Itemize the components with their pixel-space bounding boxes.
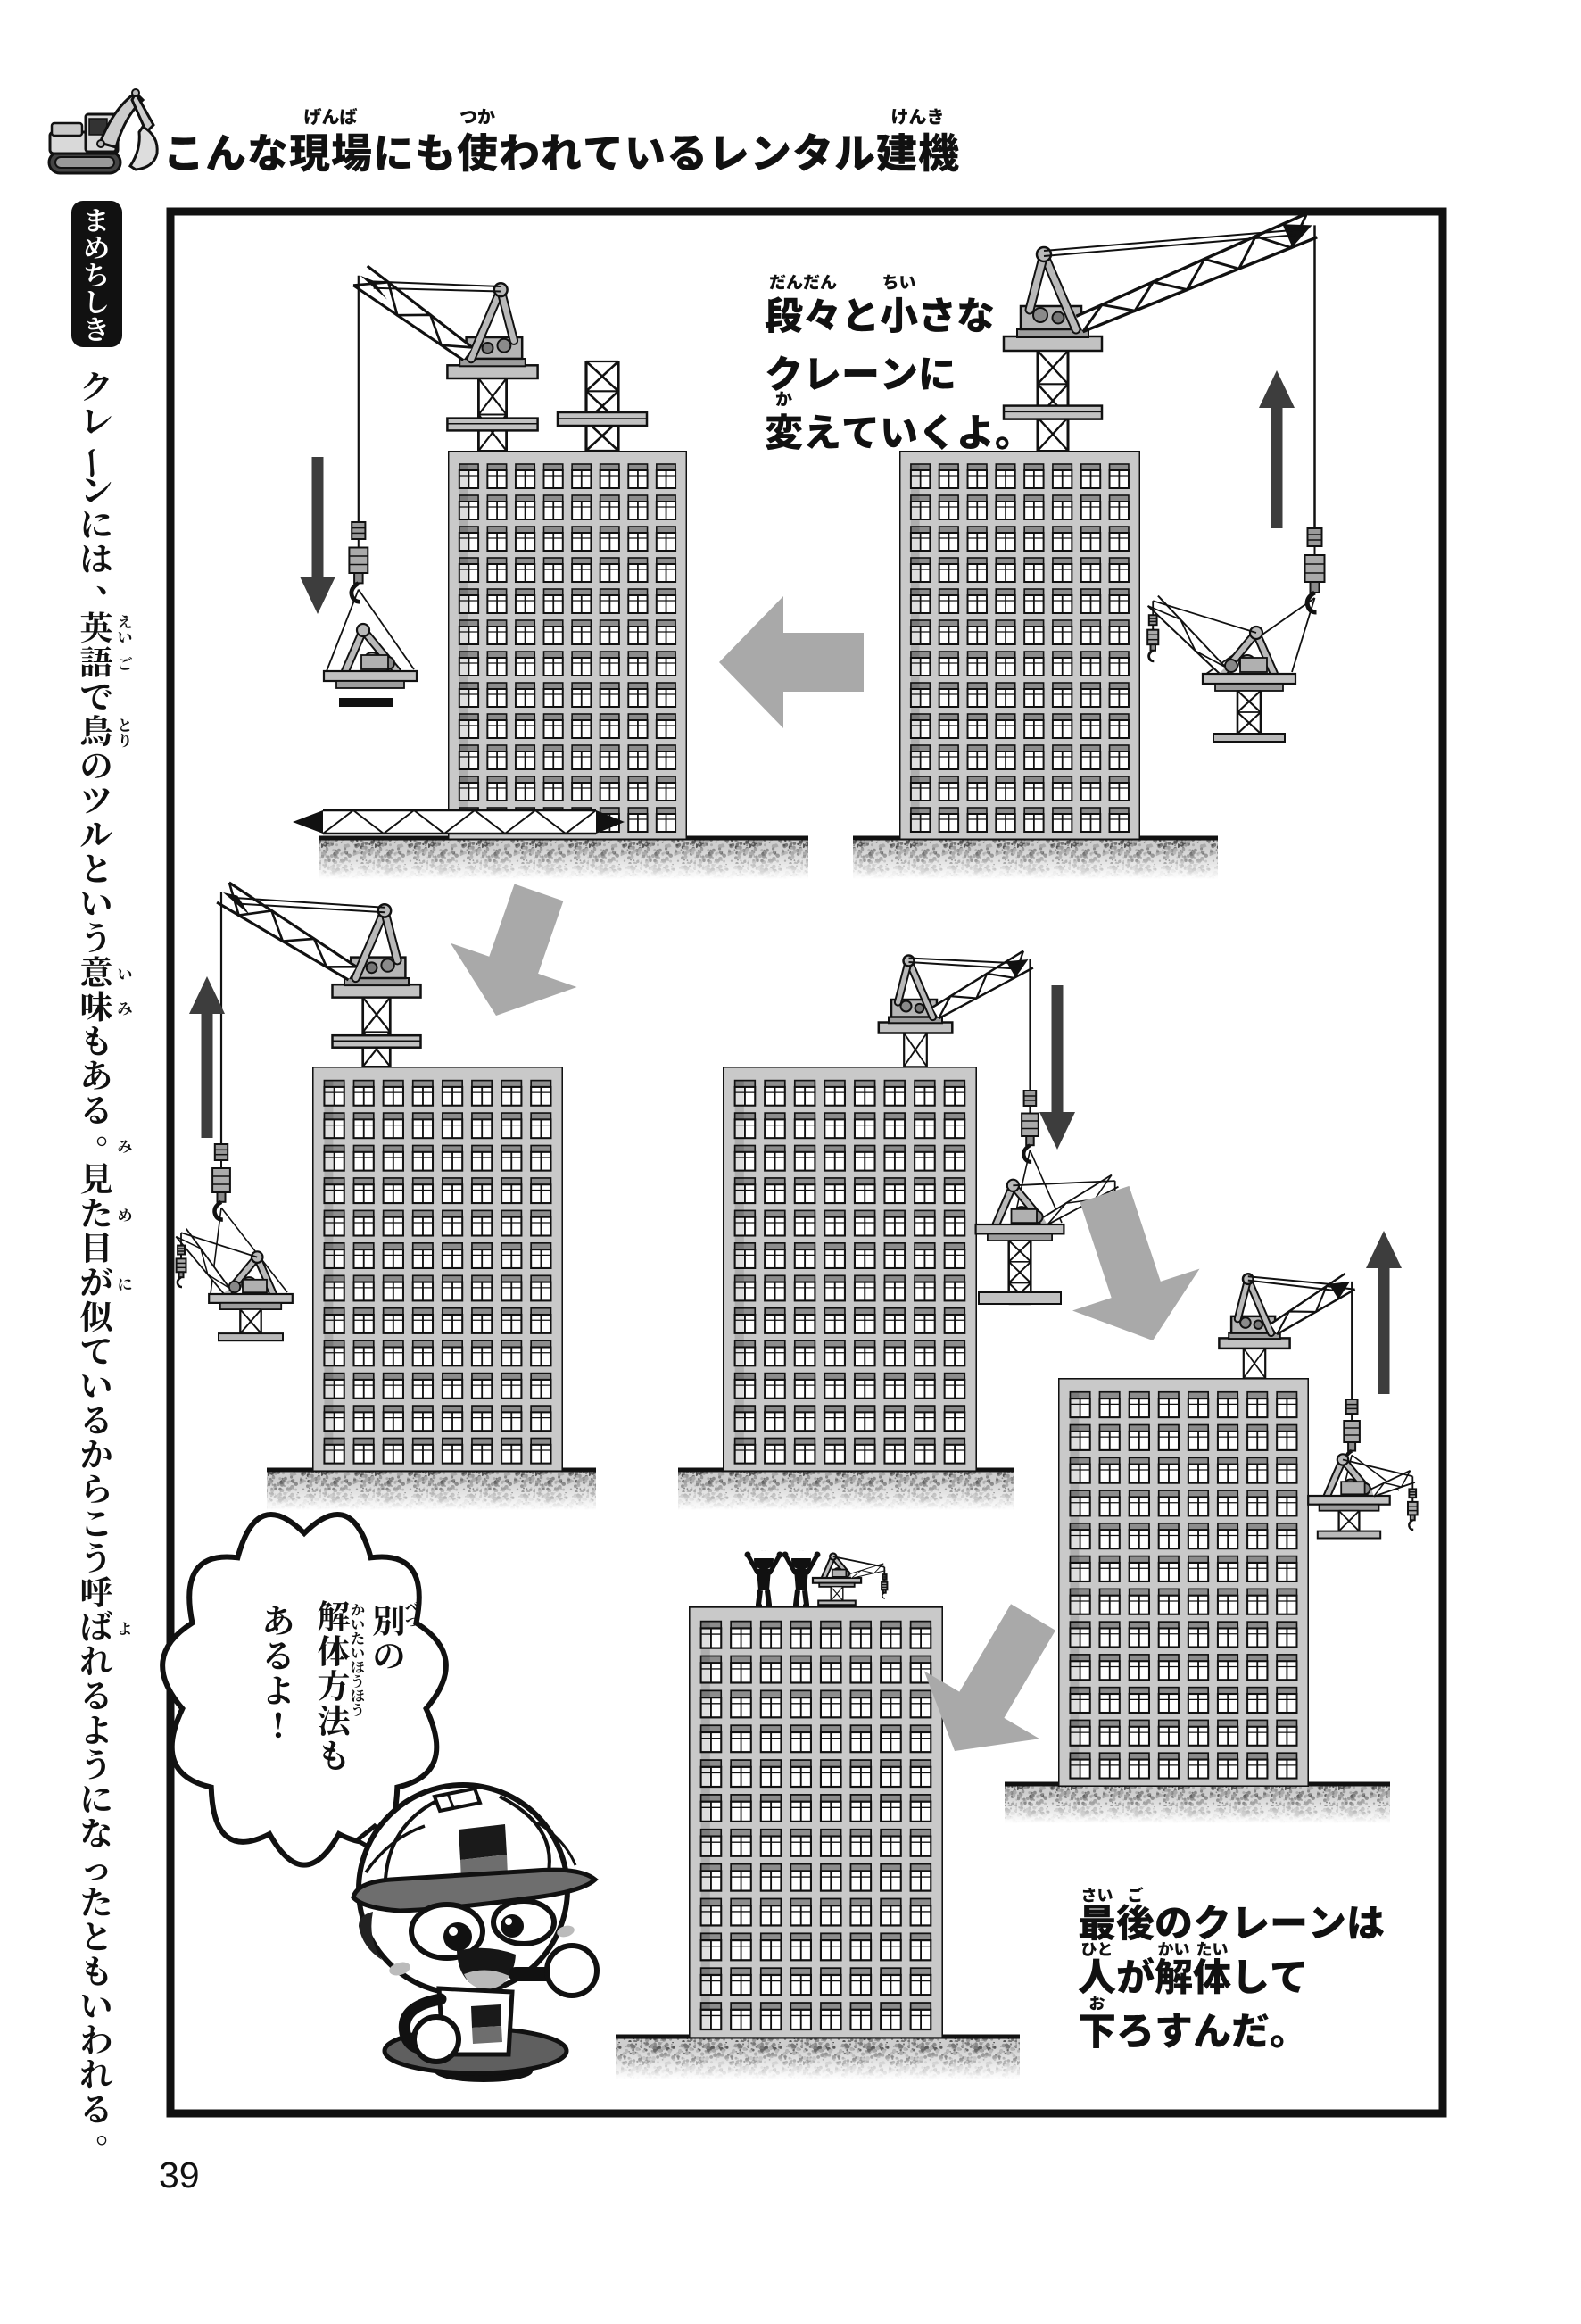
svg-text:39: 39: [159, 2154, 200, 2195]
